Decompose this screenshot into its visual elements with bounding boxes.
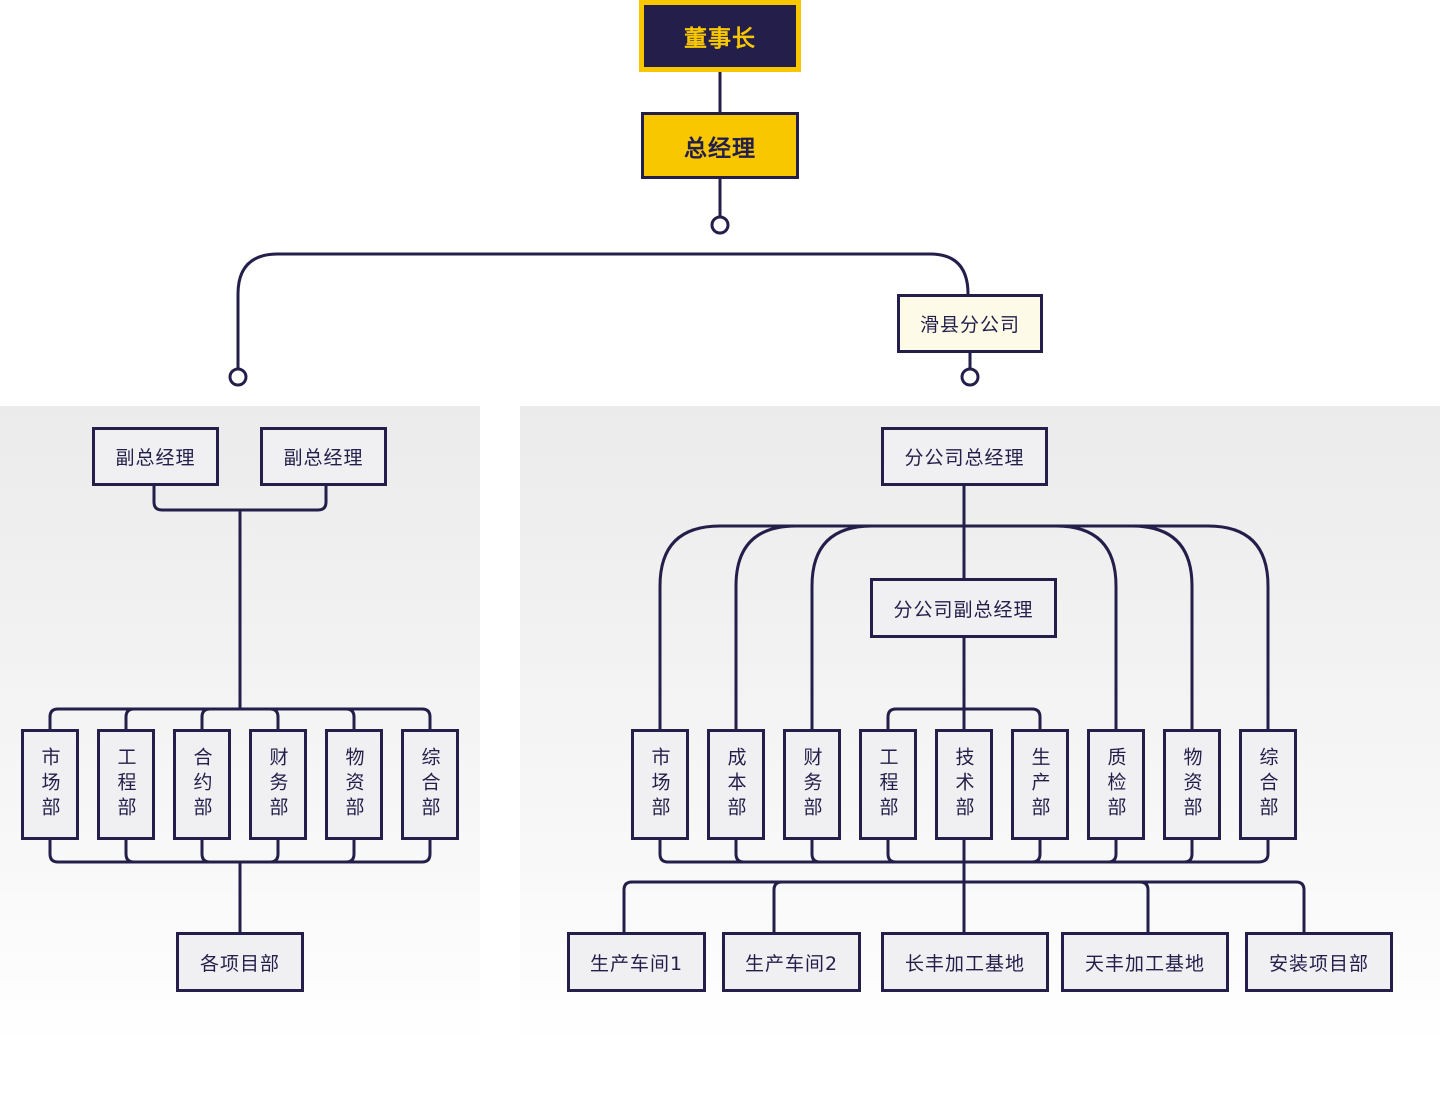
vice-gm-box-2: 副总经理 [260, 427, 387, 486]
right-dept-box: 成本部 [707, 729, 765, 840]
right-dept-box: 质检部 [1087, 729, 1145, 840]
right-dept-box: 财务部 [783, 729, 841, 840]
unit-box: 长丰加工基地 [881, 932, 1049, 992]
left-dept-box: 工程部 [97, 729, 155, 840]
right-dept-box: 工程部 [859, 729, 917, 840]
unit-box: 安装项目部 [1245, 932, 1393, 992]
general-manager-box: 总经理 [641, 112, 799, 179]
unit-box: 天丰加工基地 [1061, 932, 1229, 992]
left-dept-box: 合约部 [173, 729, 231, 840]
branch-gm-box: 分公司总经理 [881, 427, 1048, 486]
right-dept-box: 综合部 [1239, 729, 1297, 840]
unit-box: 生产车间1 [567, 932, 706, 992]
branch-vice-gm-box: 分公司副总经理 [870, 578, 1057, 638]
right-dept-box: 生产部 [1011, 729, 1069, 840]
vice-gm-box-1: 副总经理 [92, 427, 219, 486]
right-dept-box: 物资部 [1163, 729, 1221, 840]
branch-company-box: 滑县分公司 [897, 294, 1043, 353]
left-dept-box: 综合部 [401, 729, 459, 840]
projects-box: 各项目部 [176, 932, 304, 992]
unit-box: 生产车间2 [722, 932, 861, 992]
chairman-box: 董事长 [639, 0, 801, 72]
right-dept-box: 市场部 [631, 729, 689, 840]
left-dept-box: 物资部 [325, 729, 383, 840]
left-dept-box: 财务部 [249, 729, 307, 840]
right-dept-box: 技术部 [935, 729, 993, 840]
left-dept-box: 市场部 [21, 729, 79, 840]
